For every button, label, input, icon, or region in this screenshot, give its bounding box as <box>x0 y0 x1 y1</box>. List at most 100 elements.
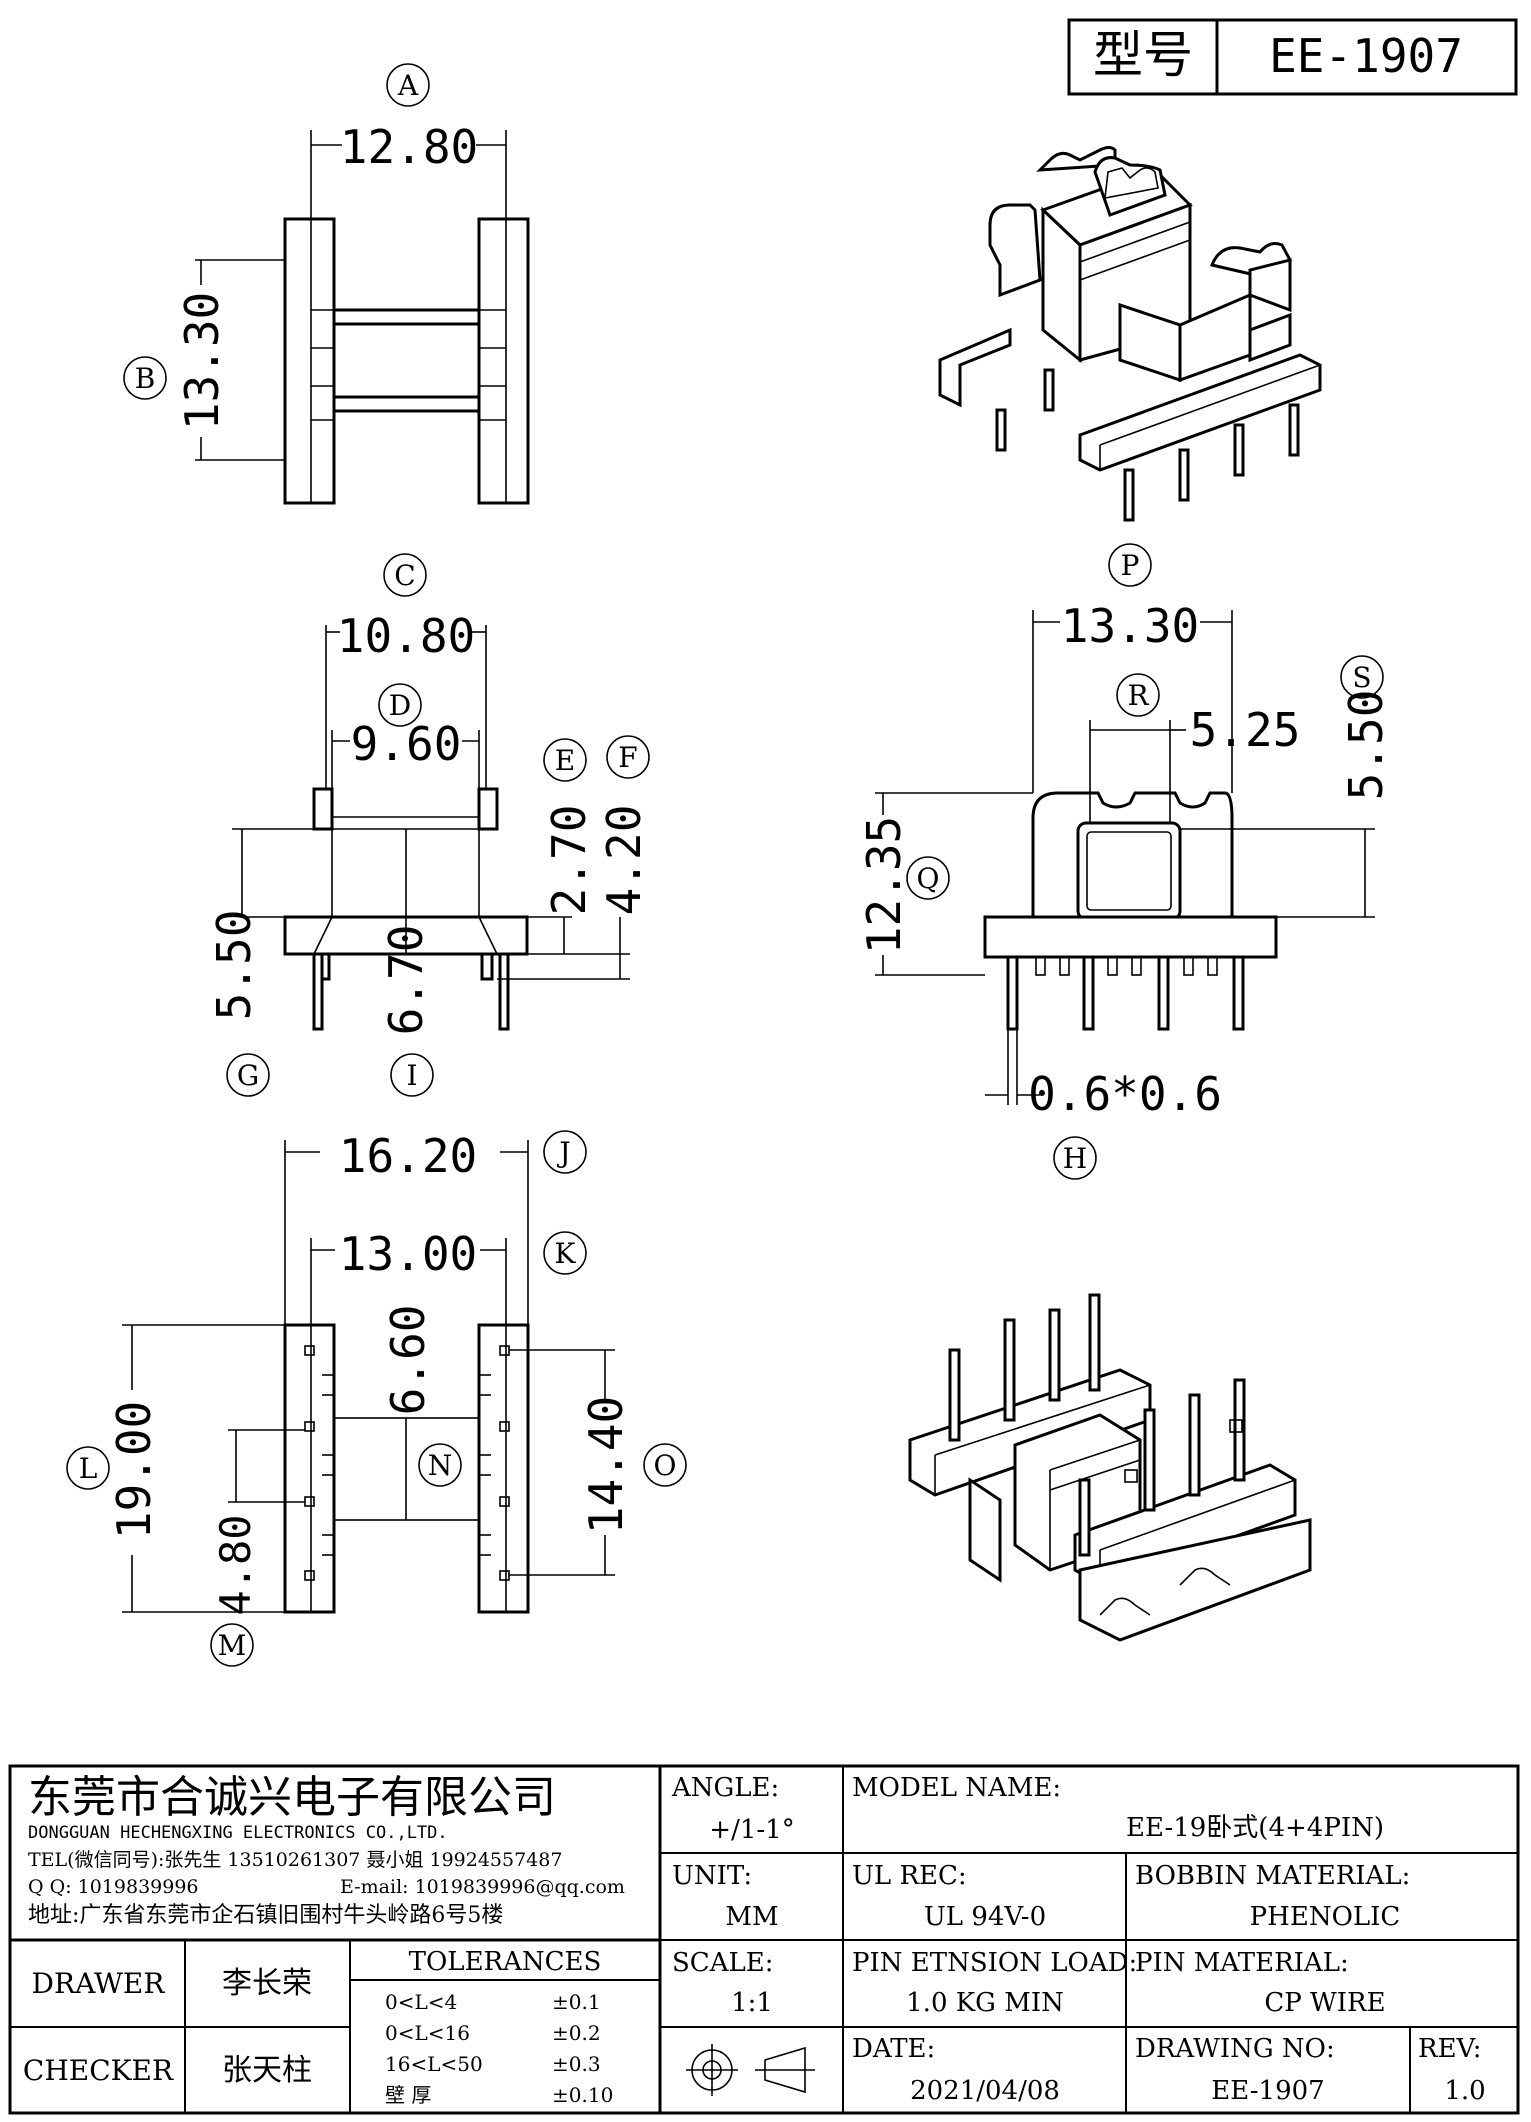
bobbin-material-value: PHENOLIC <box>1250 1902 1401 1932</box>
angle-value: +/1-1° <box>709 1815 794 1845</box>
tolerance-row: 0<L<16 ±0.2 <box>385 2021 601 2045</box>
dim-j-value: 16.20 <box>339 1129 477 1183</box>
pin-material-value: CP WIRE <box>1264 1988 1385 2018</box>
company-name-cn: 东莞市合诚兴电子有限公司 <box>28 1772 556 1823</box>
svg-text:P: P <box>1121 549 1140 582</box>
marker-e: E <box>543 738 587 782</box>
svg-text:B: B <box>135 362 156 395</box>
svg-text:G: G <box>237 1059 259 1092</box>
dim-q-value: 12.35 <box>857 816 911 954</box>
marker-j: J <box>543 1130 587 1174</box>
company-address: 地址:广东省东莞市企石镇旧围村牛头岭路6号5楼 <box>28 1903 503 1928</box>
dim-h-value: 0.6*0.6 <box>1028 1067 1222 1121</box>
ul-rec-value: UL 94V-0 <box>924 1902 1046 1932</box>
drawer-label: DRAWER <box>32 1967 166 2000</box>
marker-i: I <box>390 1053 434 1097</box>
type-label: 型号 <box>1093 26 1193 84</box>
svg-text:L: L <box>79 1452 98 1485</box>
svg-text:J: J <box>556 1136 570 1169</box>
projection-symbol-icon <box>686 2044 815 2096</box>
drawer-name: 李长荣 <box>222 1966 312 2001</box>
tolerance-row: 16<L<50 ±0.3 <box>385 2052 601 2076</box>
drawing-no-label: DRAWING NO: <box>1135 2034 1335 2064</box>
dim-i-value: 6.70 <box>379 925 433 1036</box>
marker-s: S <box>1340 655 1384 699</box>
svg-text:C: C <box>394 559 415 592</box>
svg-text:H: H <box>1063 1142 1087 1175</box>
svg-text:E: E <box>555 744 575 777</box>
date-label: DATE: <box>852 2034 935 2064</box>
dim-m-value: 4.80 <box>211 1514 260 1615</box>
iso-view-lower <box>908 1293 1312 1642</box>
svg-text:±0.1: ±0.1 <box>552 1990 601 2014</box>
dim-l-value: 19.00 <box>107 1401 161 1539</box>
svg-text:O: O <box>654 1449 677 1482</box>
model-name-label: MODEL NAME: <box>852 1773 1061 1803</box>
unit-value: MM <box>725 1902 778 1932</box>
rev-label: REV: <box>1418 2034 1481 2064</box>
title-header: 型号 EE-1907 <box>1067 18 1518 96</box>
svg-text:A: A <box>397 69 419 102</box>
svg-text:S: S <box>1352 661 1371 694</box>
marker-b: B <box>123 356 167 400</box>
svg-text:±0.2: ±0.2 <box>552 2021 601 2045</box>
dim-p-value: 13.30 <box>1061 599 1199 653</box>
title-block: 东莞市合诚兴电子有限公司 DONGGUAN HECHENGXING ELECTR… <box>8 1764 1520 2115</box>
reference-markers: A B C D E F G I P R S Q H J K N L M O <box>66 63 1384 1667</box>
svg-text:壁 厚: 壁 厚 <box>385 2083 431 2107</box>
company-name-en: DONGGUAN HECHENGXING ELECTRONICS CO.,LTD… <box>28 1823 448 1843</box>
side-pins <box>1006 955 1245 1031</box>
company-tel: TEL(微信同号):张先生 13510261307 聂小姐 1992455748… <box>28 1849 562 1871</box>
bottom-pin-ticks <box>304 1345 510 1581</box>
svg-text:±0.10: ±0.10 <box>552 2083 613 2107</box>
dim-g-value: 5.50 <box>207 910 261 1021</box>
dim-o-value: 14.40 <box>579 1396 633 1534</box>
dim-b-value: 13.30 <box>175 292 229 430</box>
pin-extension-label: PIN ETNSION LOAD: <box>852 1948 1137 1978</box>
dim-r-value: 5.25 <box>1190 703 1301 757</box>
dim-a-value: 12.80 <box>340 120 478 174</box>
company-email: E-mail: 1019839996@qq.com <box>340 1876 625 1898</box>
marker-p: P <box>1108 543 1152 587</box>
checker-name: 张天柱 <box>222 2053 312 2088</box>
unit-label: UNIT: <box>672 1861 752 1891</box>
drawing-no-value: EE-1907 <box>1211 2076 1324 2106</box>
marker-a: A <box>386 63 430 107</box>
svg-text:F: F <box>618 741 637 774</box>
svg-text:D: D <box>389 689 411 722</box>
scale-value: 1:1 <box>731 1988 773 2018</box>
tolerance-row: 壁 厚 ±0.10 <box>385 2083 613 2107</box>
dim-s-value: 5.50 <box>1339 690 1393 801</box>
svg-text:16<L<50: 16<L<50 <box>385 2052 483 2076</box>
marker-c: C <box>383 553 427 597</box>
dim-d-value: 9.60 <box>351 717 462 771</box>
company-qq: Q Q: 1019839996 <box>28 1876 199 1898</box>
ul-rec-label: UL REC: <box>852 1861 967 1891</box>
svg-text:M: M <box>218 1629 247 1662</box>
svg-text:R: R <box>1127 679 1149 712</box>
marker-f: F <box>606 735 650 779</box>
dim-e-value: 2.70 <box>542 805 596 916</box>
svg-text:0<L<4: 0<L<4 <box>385 1990 457 2014</box>
svg-text:I: I <box>406 1059 417 1092</box>
marker-l: L <box>66 1446 110 1490</box>
bobbin-material-label: BOBBIN MATERIAL: <box>1135 1861 1410 1891</box>
svg-text:N: N <box>428 1449 453 1482</box>
marker-r: R <box>1116 673 1160 717</box>
marker-o: O <box>643 1443 687 1487</box>
svg-text:Q: Q <box>917 862 940 895</box>
marker-q: Q <box>906 856 950 900</box>
view-side: 13.30 5.25 5.50 12.35 0.6*0.6 <box>857 599 1393 1121</box>
marker-h: H <box>1053 1136 1097 1180</box>
dim-f-value: 4.20 <box>597 805 651 916</box>
marker-m: M <box>210 1623 254 1667</box>
view-front: 10.80 9.60 2.70 4.20 5.50 6.70 <box>207 609 651 1035</box>
angle-label: ANGLE: <box>671 1773 779 1803</box>
dim-n-value: 6.60 <box>381 1305 435 1416</box>
rev-value: 1.0 <box>1444 2076 1485 2106</box>
model-name-value: EE-19卧式(4+4PIN) <box>1126 1813 1384 1843</box>
part-number: EE-1907 <box>1269 29 1463 83</box>
svg-text:0<L<16: 0<L<16 <box>385 2021 470 2045</box>
marker-n: N <box>418 1443 462 1487</box>
